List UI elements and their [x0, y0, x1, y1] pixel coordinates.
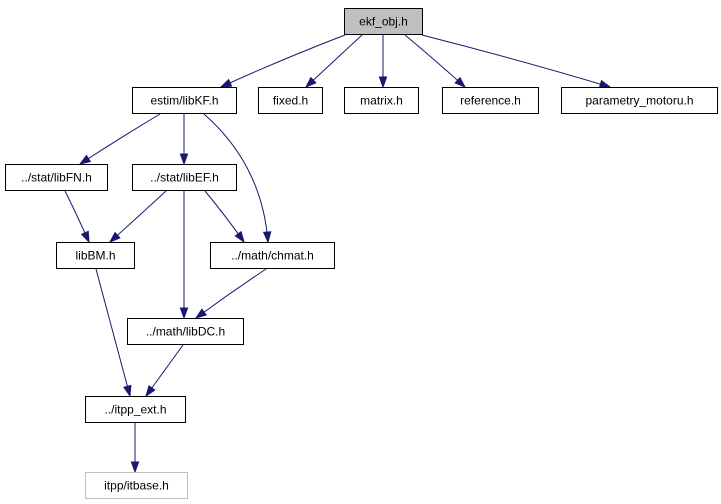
node-label: reference.h — [460, 94, 521, 108]
edge-libEF-to-libDC — [179, 191, 189, 320]
node-layer: ekf_obj.h estim/libKF.h fixed.h matrix.h ref… — [5, 8, 718, 499]
edge-ekf_obj-to-libKF — [219, 34, 346, 88]
edge-line — [421, 34, 611, 88]
arrowhead — [234, 230, 245, 244]
arrowhead — [262, 231, 272, 244]
edge-line — [305, 34, 363, 88]
node-box — [344, 87, 419, 114]
node-libDC[interactable]: ../math/libDC.h — [127, 318, 244, 345]
node-label: libBM.h — [75, 249, 115, 263]
node-libFN[interactable]: ../stat/libFN.h — [5, 164, 108, 191]
edge-line — [404, 34, 466, 88]
arrowhead — [130, 461, 140, 474]
node-reference[interactable]: reference.h — [442, 87, 539, 114]
node-box — [442, 87, 539, 114]
edge-libEF-to-libBM — [108, 190, 167, 243]
node-label: itpp/itbase.h — [104, 479, 169, 493]
arrowhead — [454, 76, 467, 88]
node-ekf_obj: ekf_obj.h — [344, 8, 423, 35]
node-box — [132, 87, 237, 114]
node-label: ../math/chmat.h — [231, 249, 314, 263]
node-label: parametry_motoru.h — [585, 94, 693, 108]
node-parametry[interactable]: parametry_motoru.h — [561, 87, 718, 114]
edge-chmat-to-libDC — [194, 268, 267, 319]
edge-libFN-to-libBM — [64, 190, 90, 244]
node-box — [5, 164, 108, 191]
edge-line — [195, 268, 267, 319]
node-libKF[interactable]: estim/libKF.h — [132, 87, 237, 114]
edge-ekf_obj-to-reference — [404, 34, 467, 88]
arrowhead — [179, 153, 189, 166]
node-box — [561, 87, 718, 114]
node-box — [344, 8, 423, 35]
edge-ekf_obj-to-parametry — [421, 34, 612, 89]
node-box — [210, 242, 335, 269]
node-box — [56, 242, 135, 269]
node-libEF[interactable]: ../stat/libEF.h — [132, 164, 237, 191]
node-label: estim/libKF.h — [150, 94, 218, 108]
edge-ekf_obj-to-fixed — [304, 34, 363, 89]
node-chmat[interactable]: ../math/chmat.h — [210, 242, 335, 269]
arrowhead — [194, 308, 208, 319]
node-box — [258, 87, 323, 114]
node-fixed[interactable]: fixed.h — [258, 87, 323, 114]
edge-itpp_ext-to-itbase — [130, 423, 140, 474]
edge-line — [220, 34, 346, 88]
node-label: ../itpp_ext.h — [104, 403, 166, 417]
arrowhead — [78, 154, 92, 165]
edge-line — [203, 113, 269, 243]
node-label: ../stat/libFN.h — [21, 171, 92, 185]
arrowhead — [179, 307, 189, 320]
node-label: ../math/libDC.h — [146, 325, 225, 339]
node-box — [85, 472, 188, 499]
edge-libKF-to-libFN — [78, 113, 161, 165]
node-box — [85, 396, 186, 423]
node-matrix[interactable]: matrix.h — [344, 87, 419, 114]
edge-libEF-to-chmat — [204, 190, 245, 244]
node-libBM[interactable]: libBM.h — [56, 242, 135, 269]
arrowhead — [145, 384, 156, 398]
node-itpp_ext[interactable]: ../itpp_ext.h — [85, 396, 186, 423]
edge-line — [95, 268, 131, 397]
node-box — [132, 164, 237, 191]
arrowhead — [378, 76, 388, 89]
node-itbase[interactable]: itpp/itbase.h — [85, 472, 188, 499]
arrowhead — [123, 384, 132, 398]
arrowhead — [108, 231, 121, 243]
node-label: matrix.h — [360, 94, 403, 108]
arrowhead — [304, 76, 317, 89]
node-label: ../stat/libEF.h — [150, 171, 219, 185]
edge-libDC-to-itpp_ext — [145, 344, 184, 398]
edge-libKF-to-libEF — [179, 114, 189, 166]
edge-libBM-to-itpp_ext — [95, 268, 132, 398]
arrowhead — [80, 230, 90, 244]
edge-ekf_obj-to-matrix — [378, 35, 388, 89]
edge-line — [79, 113, 161, 165]
node-label: fixed.h — [273, 94, 308, 108]
arrowhead — [219, 78, 233, 88]
node-label: ekf_obj.h — [359, 15, 408, 29]
node-box — [127, 318, 244, 345]
edge-libKF-to-chmat — [203, 113, 272, 244]
edge-layer — [64, 34, 612, 474]
arrowhead — [598, 79, 612, 89]
edge-line — [109, 190, 167, 243]
